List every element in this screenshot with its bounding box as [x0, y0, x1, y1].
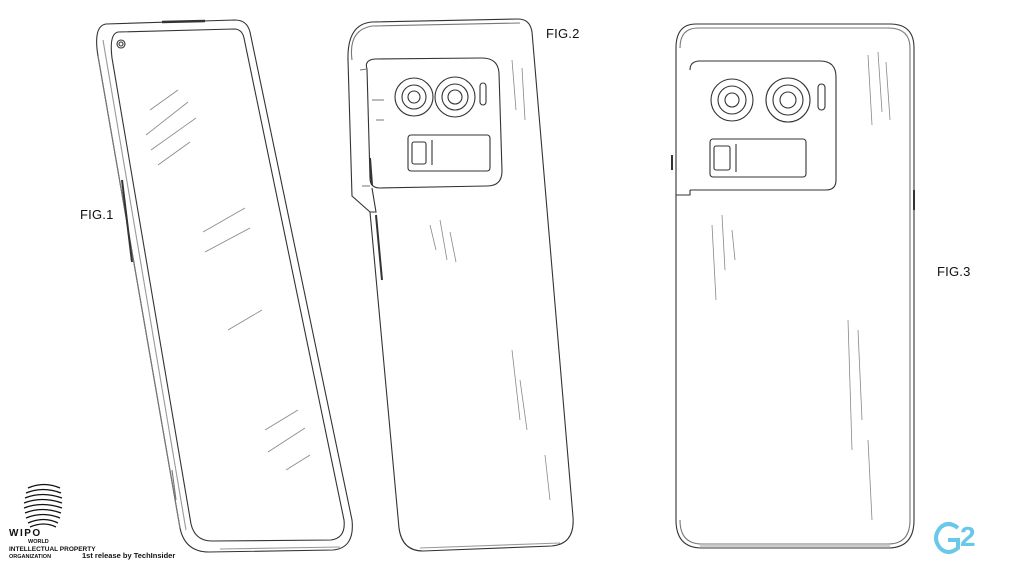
fig2-top-edge	[350, 22, 521, 61]
fig2-lens-2-icon	[434, 76, 476, 118]
fig2-camera-island	[365, 57, 503, 189]
fig1-phone-front	[96, 19, 353, 553]
fig3-phone-back	[671, 23, 915, 549]
fig2-flash-icon	[479, 82, 487, 106]
fig3-sensor-module	[709, 138, 807, 178]
fig3-outer-body	[675, 23, 915, 549]
fig2-lens-1-icon	[394, 77, 434, 117]
fig3-label: FIG.3	[937, 264, 971, 279]
fig1-outer-body	[96, 19, 353, 553]
wipo-world: WORLD	[28, 539, 49, 545]
wipo-organization: ORGANIZATION	[9, 554, 52, 560]
fig3-reflection-lines	[711, 51, 891, 521]
fig3-camera-island	[689, 60, 837, 191]
wipo-logo-icon	[23, 483, 63, 528]
g2-watermark-text: 2	[960, 521, 976, 552]
fig3-lens-2-icon	[765, 77, 811, 123]
fig3-body-step	[676, 190, 691, 196]
wipo-intellectual-property: INTELLECTUAL PROPERTY	[9, 546, 96, 553]
fig2-label: FIG.2	[546, 26, 580, 41]
fig2-sensor-module	[407, 134, 491, 172]
fig2-phone-back	[347, 18, 574, 552]
fig1-side-button	[121, 179, 133, 263]
fig3-flash-icon	[817, 83, 826, 111]
fig3-side-buttons	[671, 155, 915, 210]
g2-logo-icon	[934, 522, 960, 554]
wipo-name: WIPO	[9, 528, 42, 539]
fig1-reflection-lines	[145, 89, 311, 471]
fig2-outer-body	[347, 18, 574, 552]
fig1-side-frame	[97, 55, 181, 529]
fig2-side-buttons	[369, 157, 383, 281]
release-note: 1st release by TechInsider	[82, 551, 176, 560]
fig1-label: FIG.1	[80, 207, 114, 222]
fig2-reflection-lines	[429, 59, 551, 501]
fig1-screen	[110, 28, 345, 542]
fig3-lens-1-icon	[710, 78, 754, 122]
fig1-front-camera-icon	[116, 39, 126, 49]
